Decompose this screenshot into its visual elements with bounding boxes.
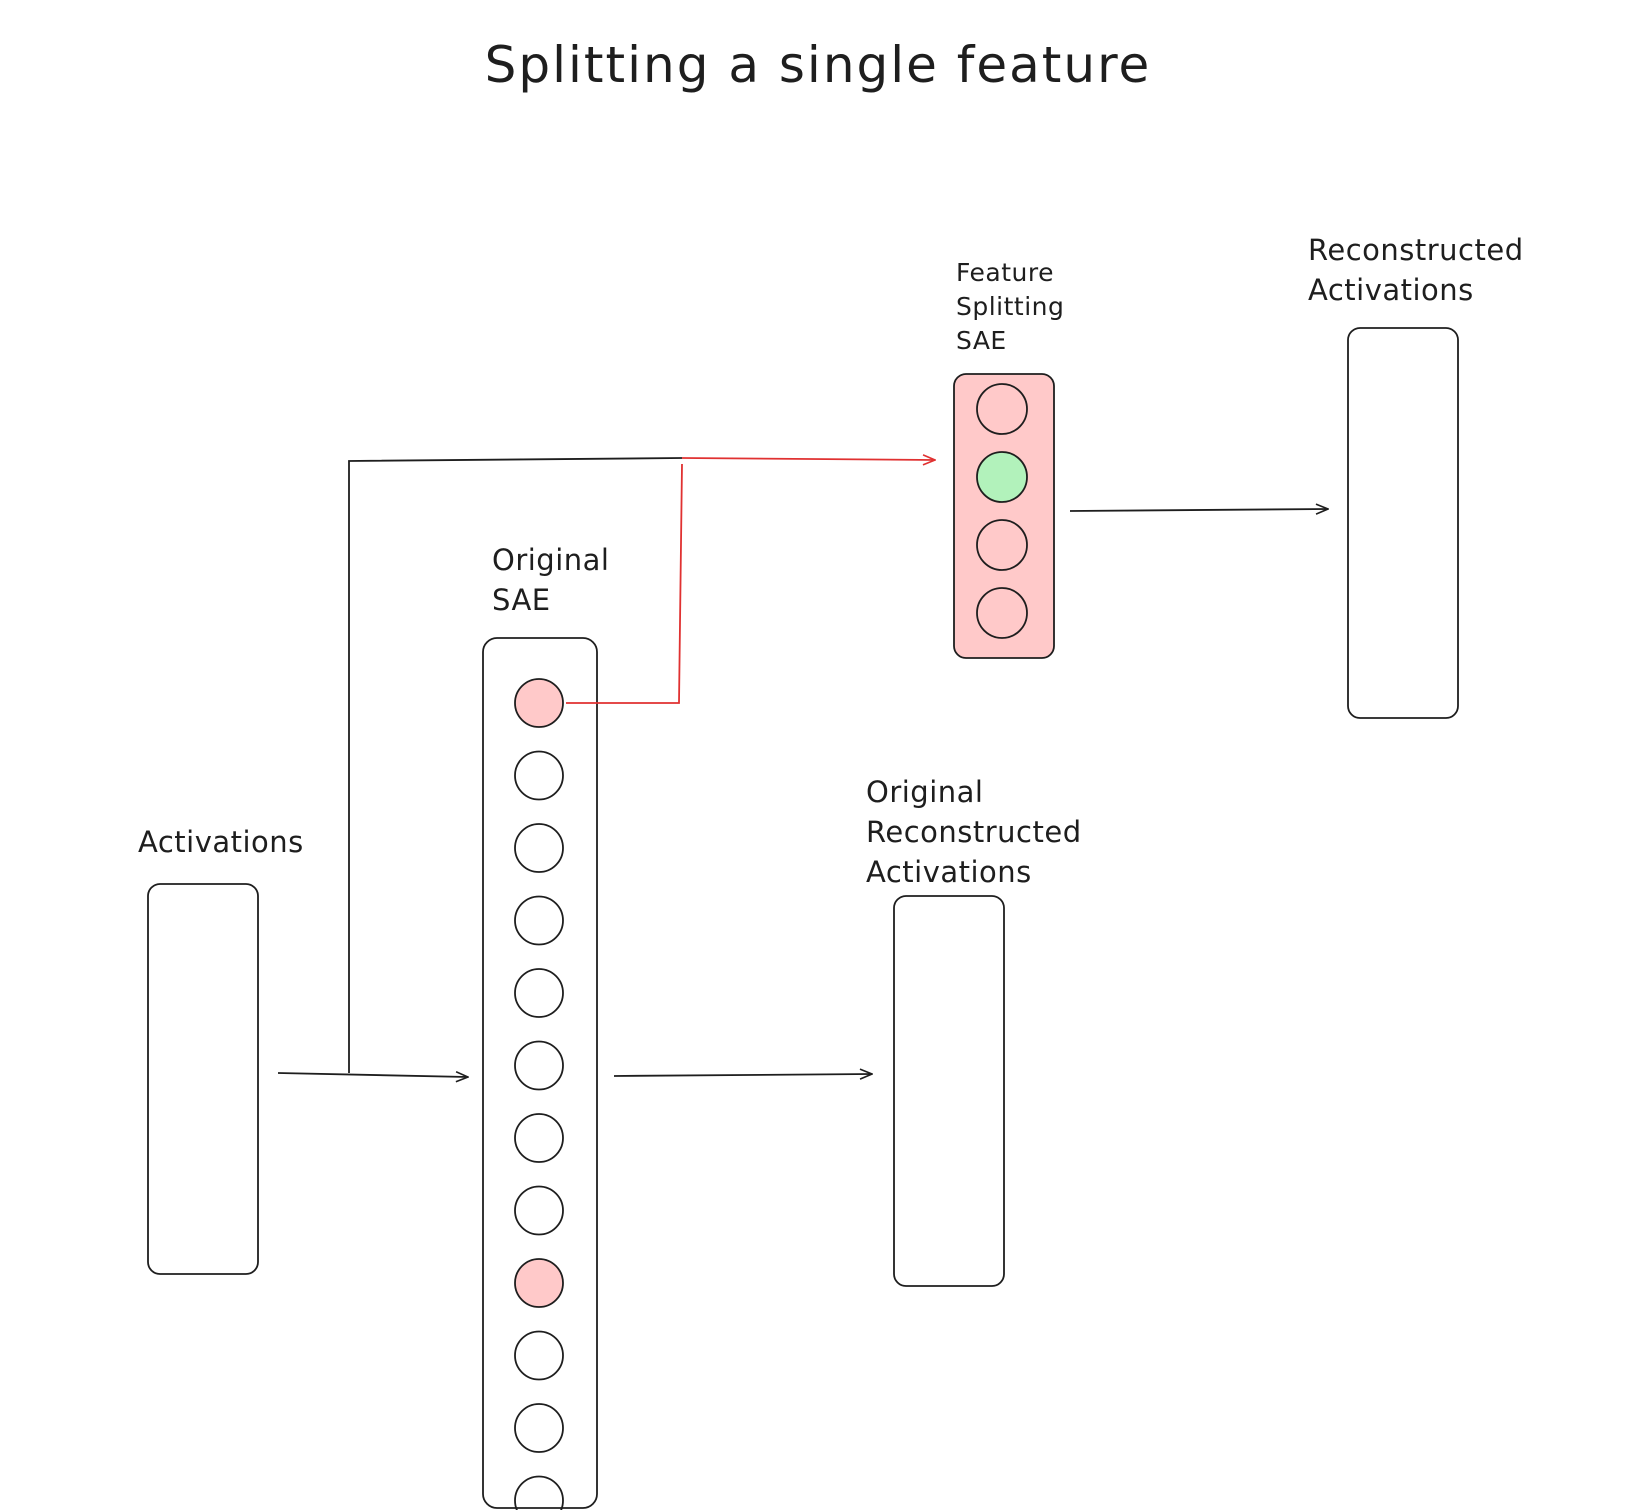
original-sae-label: Original SAE bbox=[492, 543, 610, 617]
original-sae-neuron-5 bbox=[514, 968, 564, 1018]
feature-splitting-sae-neuron-1 bbox=[976, 383, 1028, 435]
arrow-splitting-sae-to-reconstructed bbox=[1069, 509, 1328, 511]
reconstructed-activations-box bbox=[1347, 327, 1459, 719]
original-sae-neurons bbox=[514, 678, 564, 1510]
activations-label: Activations bbox=[138, 825, 304, 859]
red-connector-from-highlighted-neuron bbox=[566, 463, 683, 704]
original-sae-neuron-7 bbox=[514, 1113, 564, 1163]
original-sae-neuron-12 bbox=[514, 1475, 564, 1510]
feature-splitting-sae-label: Feature Splitting SAE bbox=[956, 258, 1065, 355]
original-sae-neuron-2 bbox=[514, 750, 564, 801]
feature-splitting-sae-neuron-3 bbox=[976, 519, 1028, 571]
branch-line-to-feature-splitting-sae bbox=[348, 457, 683, 1073]
original-sae-neuron-11 bbox=[514, 1403, 564, 1453]
original-sae-neuron-1-highlighted bbox=[514, 678, 564, 728]
feature-splitting-sae-neuron-2-active bbox=[976, 451, 1028, 503]
feature-splitting-sae-neuron-4 bbox=[976, 587, 1028, 639]
original-sae-neuron-4 bbox=[514, 895, 564, 946]
original-sae-neuron-9-highlighted bbox=[514, 1258, 564, 1308]
original-reconstructed-activations-box bbox=[893, 895, 1005, 1287]
original-sae-neuron-3 bbox=[514, 823, 564, 873]
arrow-original-sae-to-original-reconstructed bbox=[613, 1074, 872, 1076]
activations-box bbox=[147, 883, 259, 1275]
arrow-activations-to-original-sae bbox=[277, 1073, 468, 1077]
original-reconstructed-activations-label: Original Reconstructed Activations bbox=[866, 775, 1082, 889]
diagram-title: Splitting a single feature bbox=[484, 36, 1152, 94]
red-arrow-to-feature-splitting-sae bbox=[681, 458, 935, 460]
original-sae-box bbox=[482, 637, 598, 1509]
original-sae-neuron-10 bbox=[514, 1330, 564, 1381]
feature-splitting-sae-box bbox=[953, 373, 1055, 659]
original-sae-neuron-6 bbox=[514, 1040, 564, 1091]
original-sae-neuron-8 bbox=[514, 1185, 564, 1236]
reconstructed-activations-label: Reconstructed Activations bbox=[1308, 233, 1524, 307]
feature-splitting-sae-neurons bbox=[976, 383, 1028, 639]
